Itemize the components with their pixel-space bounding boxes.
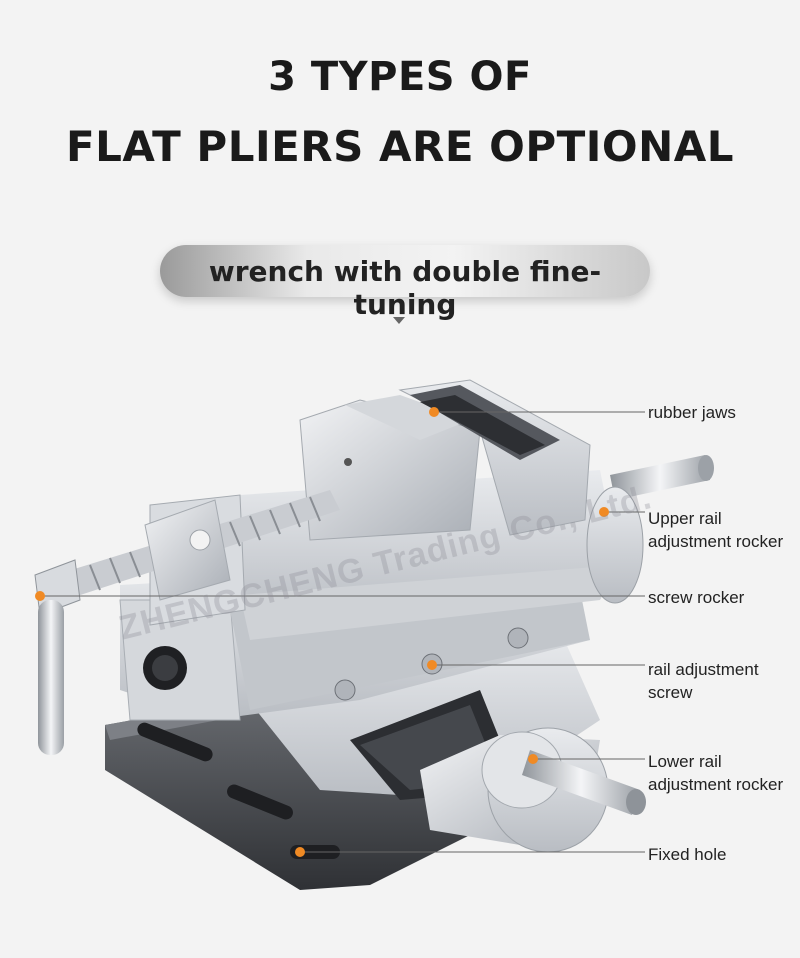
callout-rubber-jaws: rubber jaws xyxy=(648,403,736,422)
marker-dot-rubber-jaws xyxy=(429,407,439,417)
callout-upper-rail-line2: adjustment rocker xyxy=(648,532,784,551)
callout-leaders xyxy=(40,411,645,853)
callout-lower-rail-line1: Lower rail xyxy=(648,752,722,771)
marker-dot-fixed-hole xyxy=(295,847,305,857)
screw-rocker xyxy=(34,490,340,755)
callout-screw-rocker: screw rocker xyxy=(648,588,745,607)
callout-upper-rail-line1: Upper rail xyxy=(648,509,722,528)
marker-dot-upper-rail xyxy=(599,507,609,517)
marker-dot-rail-screw xyxy=(427,660,437,670)
marker-dot-lower-rail xyxy=(528,754,538,764)
callout-markers xyxy=(35,407,609,857)
callout-lower-rail-line2: adjustment rocker xyxy=(648,775,784,794)
callout-rail-screw-line2: screw xyxy=(648,683,693,702)
marker-dot-screw-rocker xyxy=(35,591,45,601)
callout-fixed-hole: Fixed hole xyxy=(648,845,727,864)
caret-down-icon xyxy=(393,317,405,324)
page-title-line1: 3 TYPES OF xyxy=(268,54,532,100)
vise-jaws xyxy=(299,379,591,541)
feature-pill: wrench with double fine-tuning xyxy=(160,245,650,321)
page-title-line2: FLAT PLIERS ARE OPTIONAL xyxy=(65,122,735,171)
lower-rail-rocker xyxy=(420,727,646,853)
feature-pill-label: wrench with double fine-tuning xyxy=(208,255,602,321)
callout-rail-screw-line1: rail adjustment xyxy=(648,660,759,679)
